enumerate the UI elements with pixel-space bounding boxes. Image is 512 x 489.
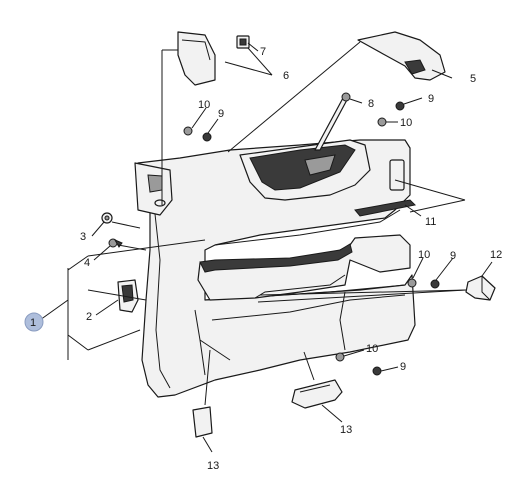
panel-upper-corner <box>134 162 173 216</box>
clip-part-7 <box>236 35 250 49</box>
plugs-part-13 <box>192 379 343 438</box>
callout-9-upper-right: 9 <box>428 93 434 105</box>
callout-9-bottom: 9 <box>400 361 406 373</box>
callout-7: 7 <box>260 46 266 58</box>
long-screw-part-8 <box>314 92 351 151</box>
callout-11: 11 <box>425 216 436 228</box>
callout-3: 3 <box>80 231 86 243</box>
callout-13-right: 13 <box>340 424 352 436</box>
block-clip-part-12 <box>465 275 496 301</box>
callout-8: 8 <box>368 98 374 110</box>
callout-5: 5 <box>470 73 476 85</box>
callout-10-right: 10 <box>418 249 430 261</box>
mirror-patch-part-6 <box>177 31 216 86</box>
upper-trim-part-5 <box>357 31 446 81</box>
leader-lines <box>39 41 493 453</box>
handle-bezel-area <box>239 139 405 201</box>
callout-13-left: 13 <box>207 460 219 472</box>
callout-10-upper-left: 10 <box>198 99 210 111</box>
small-parts-2-3-4 <box>101 212 139 313</box>
callouts: 1 2 3 4 5 6 7 8 9 9 9 9 10 10 10 10 11 1… <box>24 46 502 472</box>
callout-4: 4 <box>84 257 90 269</box>
callout-1: 1 <box>30 317 36 329</box>
callout-10-bottom: 10 <box>366 343 378 355</box>
callout-2: 2 <box>86 311 92 323</box>
callout-10-upper-right: 10 <box>400 117 412 129</box>
callout-1-badge <box>24 312 44 332</box>
trim-strip-part-11 <box>354 199 417 217</box>
callout-6: 6 <box>283 70 289 82</box>
fasteners <box>183 101 440 376</box>
callout-9-upper-left: 9 <box>218 108 224 120</box>
callout-9-right: 9 <box>450 250 456 262</box>
callout-12: 12 <box>490 249 502 261</box>
